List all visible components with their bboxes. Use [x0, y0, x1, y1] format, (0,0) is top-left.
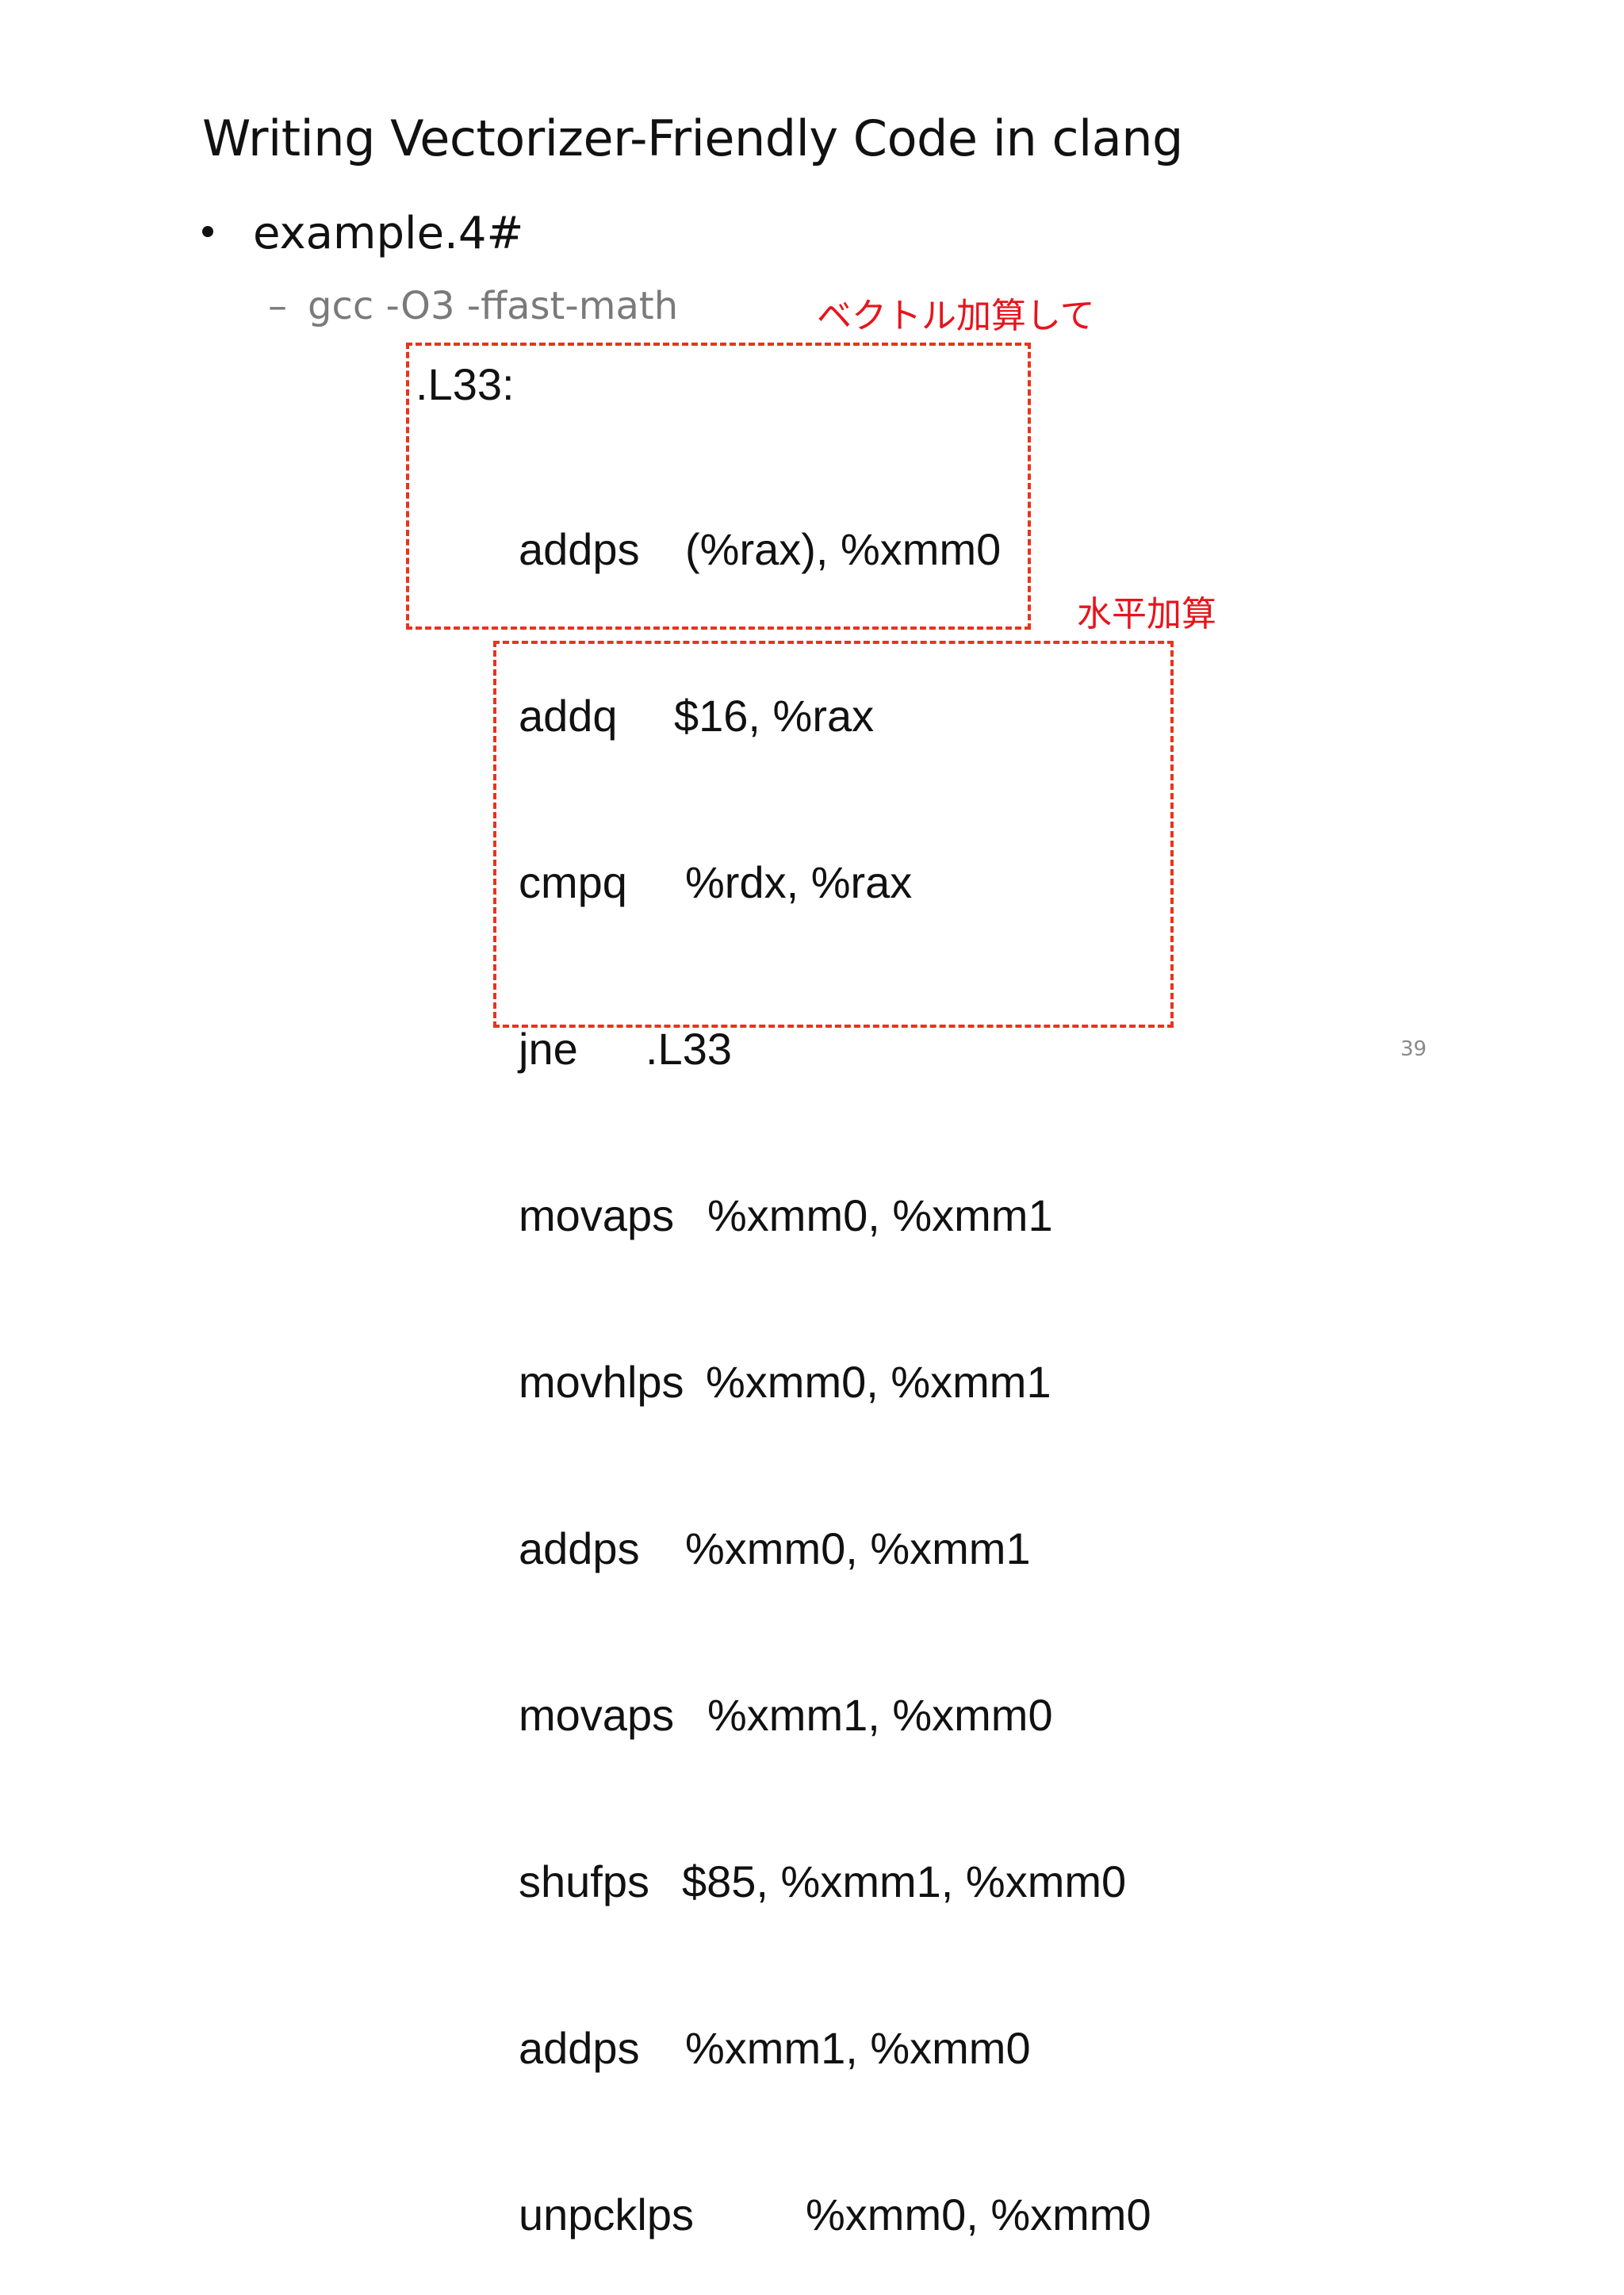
page-number: 39 [1400, 1037, 1427, 1061]
code-args: %xmm1, %xmm0 [707, 1690, 1053, 1740]
annotation-vector-add: ベクトル加算して [817, 296, 1095, 336]
code-args: $16, %rax [674, 691, 875, 741]
slide: Writing Vectorizer-Friendly Code in clan… [202, 109, 1427, 2239]
code-line: addps %xmm0, %xmm1 [519, 1521, 1151, 1577]
code-line: jne .L33 [519, 1021, 1151, 1077]
sub-bullet-item: –gcc -O3 -ffast-math [268, 284, 678, 328]
dash-icon: – [268, 284, 287, 328]
code-args: $85, %xmm1, %xmm0 [682, 1856, 1127, 1906]
code-line: shufps $85, %xmm1, %xmm0 [519, 1854, 1151, 1910]
code-op: shufps [519, 1856, 649, 1906]
code-args: .L33 [645, 1024, 732, 1074]
code-op: unpcklps [519, 2190, 695, 2239]
code-op: addq [519, 691, 618, 741]
code-args: %rdx, %rax [685, 857, 913, 907]
code-args: %xmm0, %xmm0 [806, 2190, 1151, 2239]
code-op: movaps [519, 1690, 675, 1740]
bullet-text: example.4# [253, 208, 524, 259]
code-line: movaps %xmm1, %xmm0 [519, 1688, 1151, 1743]
code-line: cmpq %rdx, %rax [519, 855, 1151, 910]
code-line: movhlps %xmm0, %xmm1 [519, 1354, 1151, 1410]
annotation-horizontal-add: 水平加算 [1077, 594, 1216, 634]
code-args: %xmm0, %xmm1 [707, 1190, 1053, 1240]
code-op: addps [519, 1523, 640, 1573]
code-line: addq $16, %rax [519, 688, 1151, 744]
code-args: (%rax), %xmm0 [685, 524, 1002, 574]
bullet-item: example.4# [202, 208, 523, 259]
code-line: addps (%rax), %xmm0 [519, 522, 1151, 577]
highlight-box-loop [406, 343, 1031, 630]
code-op: addps [519, 2023, 640, 2073]
code-op: movhlps [519, 1357, 684, 1407]
code-args: %xmm1, %xmm0 [685, 2023, 1031, 2073]
code-op: addps [519, 524, 640, 574]
code-op: cmpq [519, 857, 627, 907]
bullet-dot-icon [202, 225, 213, 237]
highlight-box-horizontal [493, 641, 1174, 1028]
code-op: jne [519, 1024, 578, 1074]
code-line: addps %xmm1, %xmm0 [519, 2021, 1151, 2076]
code-label: .L33: [416, 359, 515, 409]
code-op: movaps [519, 1190, 675, 1240]
code-line: movaps %xmm0, %xmm1 [519, 1188, 1151, 1243]
slide-title: Writing Vectorizer-Friendly Code in clan… [202, 109, 1183, 167]
code-args: %xmm0, %xmm1 [706, 1357, 1051, 1407]
code-line: unpcklps %xmm0, %xmm0 [519, 2187, 1151, 2243]
sub-bullet-text: gcc -O3 -ffast-math [308, 284, 679, 328]
code-block: addps (%rax), %xmm0 addq $16, %rax cmpq %rd… [519, 411, 1151, 2295]
code-args: %xmm0, %xmm1 [685, 1523, 1031, 1573]
